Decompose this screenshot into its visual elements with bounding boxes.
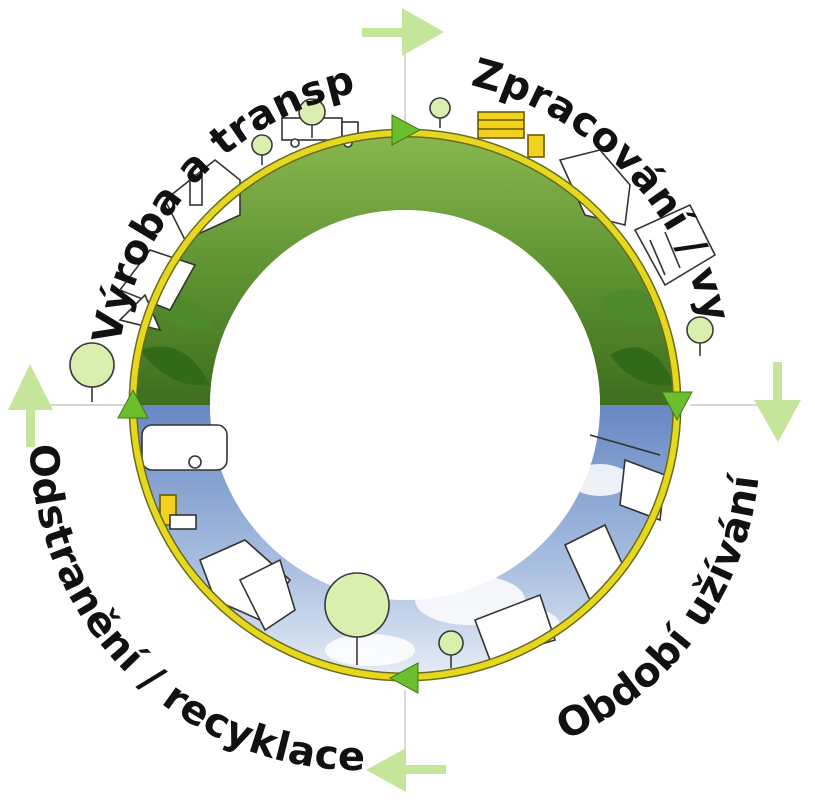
direction-arrow-bottom — [366, 748, 446, 792]
axis-lines — [40, 50, 770, 760]
crane-icon — [159, 494, 197, 530]
direction-arrow-right — [754, 362, 801, 442]
tree-icon — [69, 97, 714, 668]
house-icon — [558, 149, 717, 287]
ring-arrow-bottom — [388, 662, 419, 694]
direction-arrow-left — [8, 364, 53, 447]
illustrations — [69, 97, 717, 668]
direction-arrow-top — [362, 8, 444, 56]
leaves — [140, 288, 675, 386]
house-icon — [198, 539, 296, 632]
ring-arrow-right — [661, 391, 693, 422]
recycling-truck-icon — [141, 424, 228, 471]
lumber-stack-icon — [477, 111, 545, 158]
ring-arrow-top — [391, 114, 422, 146]
ring-arrow-left — [117, 388, 149, 419]
ring-inner-hole — [210, 210, 600, 600]
